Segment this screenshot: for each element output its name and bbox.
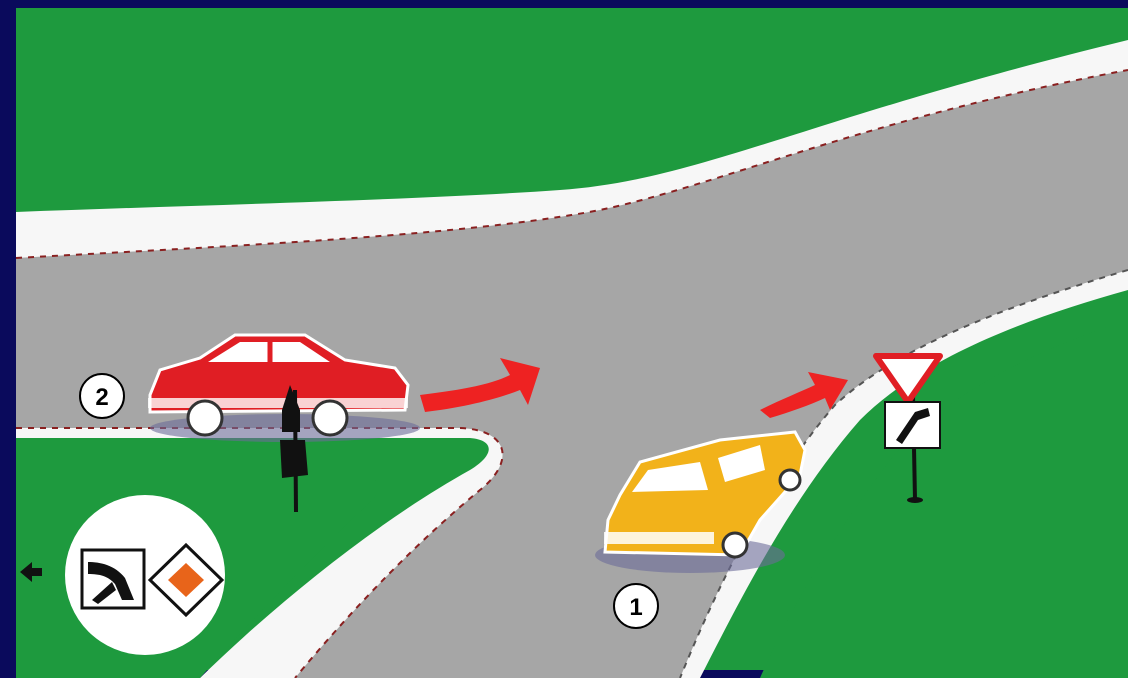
car-1-number: 1: [629, 594, 642, 621]
sign-inset: [65, 495, 225, 655]
car-1-wheel-rear: [780, 470, 800, 490]
give-way-sign-base: [907, 497, 923, 503]
car-2-bumper: [148, 398, 408, 408]
car-1-wheel-front: [723, 533, 747, 557]
car-2-number: 2: [95, 384, 108, 411]
traffic-light-lower: [280, 440, 308, 478]
car-2-wheel-rear: [188, 401, 222, 435]
car-2-wheel-front: [313, 401, 347, 435]
car-1-bumper: [604, 532, 714, 544]
